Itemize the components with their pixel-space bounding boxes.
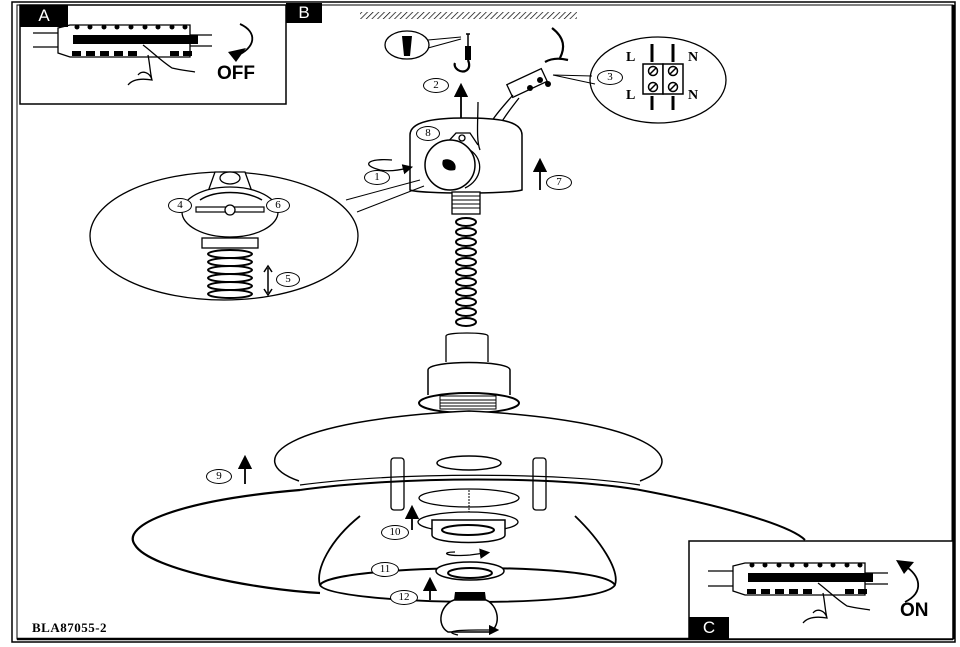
terminal-detail [552,36,727,124]
step-4-marker: 4 [168,198,192,213]
main-shade [131,474,806,595]
upper-shade-disc [273,410,663,511]
terminal-label-n-bottom: N [688,88,699,103]
lamp-holder [418,332,520,414]
spring-cord [451,191,481,327]
step-3-marker: 3 [597,70,623,85]
circuit-breaker-icon [33,24,212,58]
step-1-marker: 1 [364,170,390,185]
step-9-marker: 9 [206,469,232,484]
hand-icon [802,582,871,624]
document-code: BLA87055-2 [32,620,108,635]
ceiling-hook-icon [453,33,471,73]
step-6-marker: 6 [266,198,290,213]
step-12-marker: 12 [390,590,418,605]
step-5-marker: 5 [276,272,300,287]
terminal-label-l-bottom: L [626,88,636,103]
double-arrow-icon [263,264,273,297]
panel-b-letter: B [286,3,322,23]
off-label: OFF [217,63,255,84]
on-label: ON [900,600,929,621]
inner-dome [318,511,617,603]
panel-c [688,540,954,640]
step-2-marker: 2 [423,78,449,93]
panel-c-letter: C [689,617,729,639]
dowel-detail [384,30,462,60]
rotate-arrow-icon [451,624,500,636]
step-8-marker: 8 [416,126,440,141]
light-bulb-icon [440,592,498,633]
panel-a-letter: A [20,5,68,27]
circuit-breaker-icon [708,562,888,596]
terminal-label-l-top: L [626,50,636,65]
ceiling-hatch [360,12,577,19]
step-7-marker: 7 [546,175,572,190]
step-11-marker: 11 [371,562,399,577]
terminal-label-n-top: N [688,50,699,65]
panel-a [19,4,287,105]
supply-cable [544,27,569,63]
step-10-marker: 10 [381,525,409,540]
rotate-arrow-icon [445,548,491,559]
cord-adjuster-detail [89,171,425,301]
hand-icon [127,44,196,86]
